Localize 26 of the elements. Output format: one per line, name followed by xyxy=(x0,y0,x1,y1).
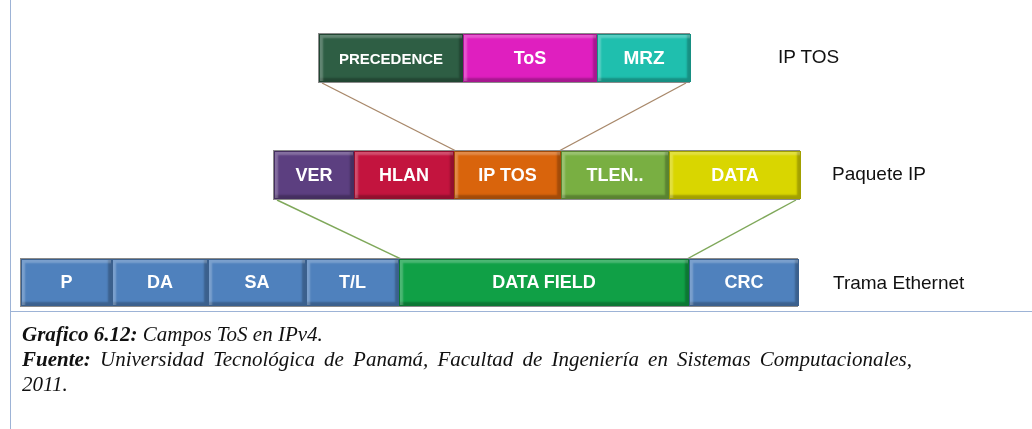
field-row xyxy=(318,33,690,83)
expansion-line xyxy=(558,82,687,152)
field-row xyxy=(273,150,800,200)
field-box: P xyxy=(21,259,112,306)
field-box: ToS xyxy=(463,34,597,82)
field-box: T/L xyxy=(306,259,399,306)
field-box: VER xyxy=(274,151,354,199)
source-note: Fuente: Universidad Tecnológica de Panamá, Facultad de Ingeniería en Sistemas Computacionales, 2011. xyxy=(22,347,912,397)
field-box: TLEN.. xyxy=(561,151,669,199)
figure-caption: Grafico 6.12: Campos ToS en IPv4. xyxy=(22,322,324,347)
expansion-line xyxy=(321,82,457,152)
field-box: HLAN xyxy=(354,151,454,199)
field-box: CRC xyxy=(689,259,799,306)
row-label: Trama Ethernet xyxy=(833,272,965,294)
field-box: MRZ xyxy=(597,34,691,82)
field-row xyxy=(20,258,798,307)
field-box: DA xyxy=(112,259,208,306)
field-box: PRECEDENCE xyxy=(319,34,463,82)
expansion-line xyxy=(686,199,797,260)
field-box: SA xyxy=(208,259,306,306)
row-label: Paquete IP xyxy=(832,163,927,185)
row-label: IP TOS xyxy=(778,46,840,68)
field-box: DATA xyxy=(669,151,801,199)
expansion-line xyxy=(276,199,402,260)
field-box: DATA FIELD xyxy=(399,259,689,306)
field-box: IP TOS xyxy=(454,151,561,199)
